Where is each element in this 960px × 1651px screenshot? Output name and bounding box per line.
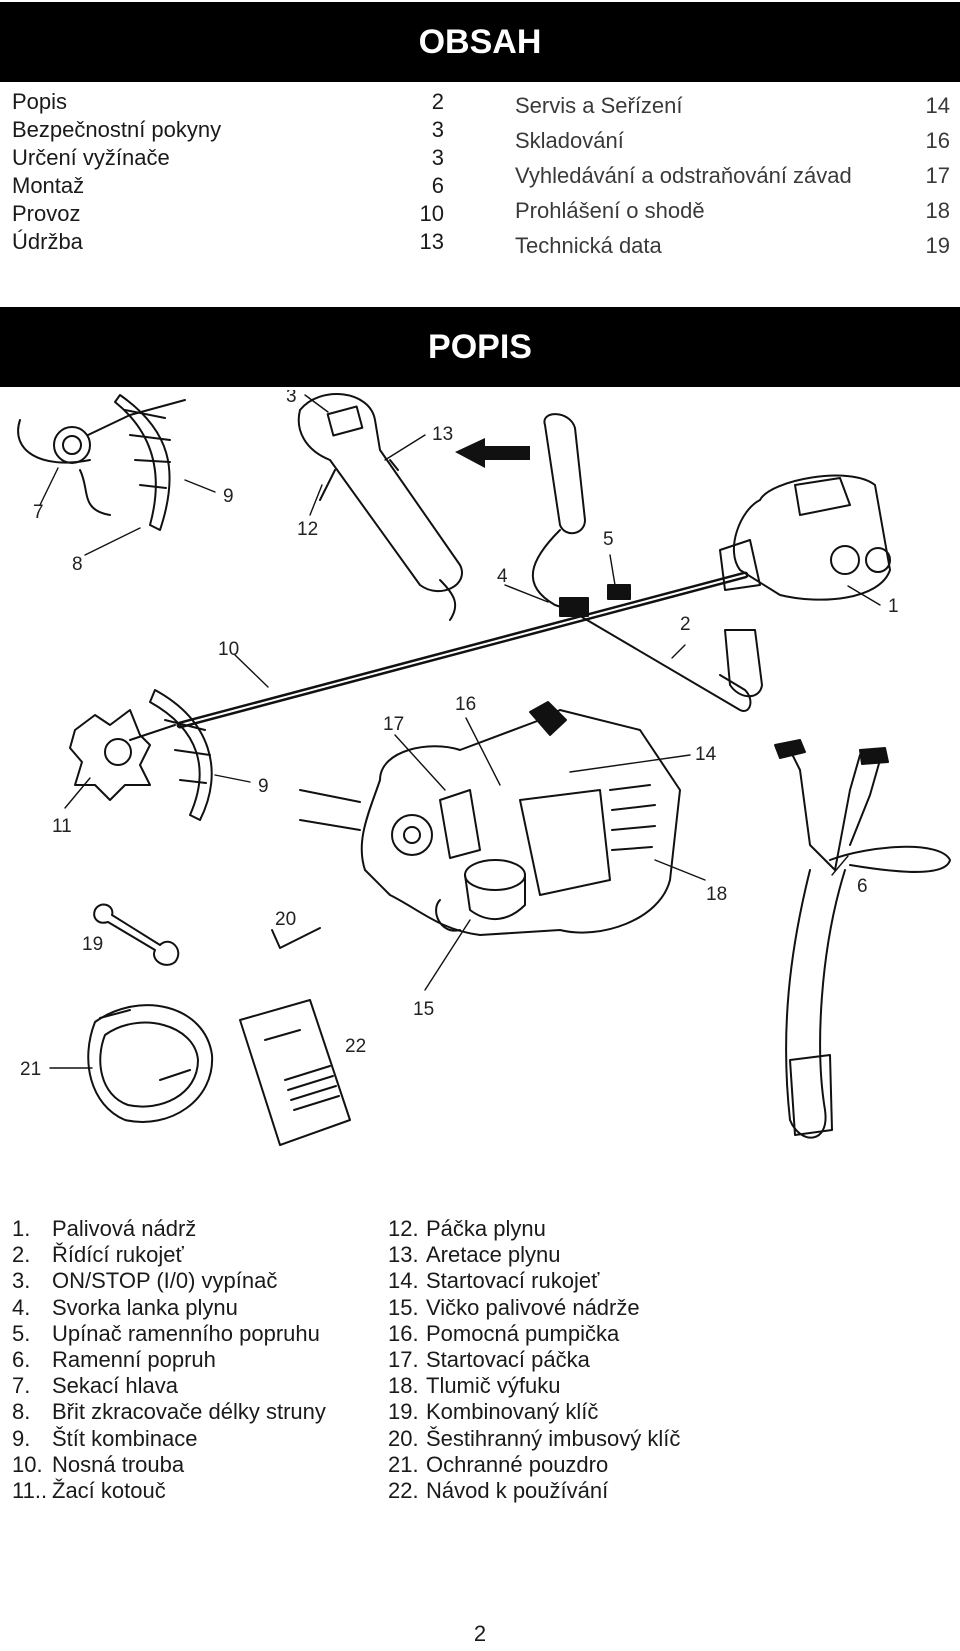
list-item: 1.Palivová nádrž: [12, 1216, 197, 1241]
callout-14: 14: [695, 744, 717, 765]
list-item: 2.Řídící rukojeť: [12, 1242, 184, 1268]
list-item: 21.Ochranné pouzdro: [388, 1451, 609, 1477]
list-item: 7.Sekací hlava: [12, 1373, 178, 1399]
popis-title: POPIS: [428, 327, 532, 366]
list-item: 12.Páčka plynu: [388, 1216, 546, 1241]
loop-handle-illustration: [531, 413, 763, 712]
popis-heading: POPIS: [0, 307, 960, 387]
list-item: 11..Žací kotouč: [12, 1478, 166, 1504]
engine-illustration: [719, 474, 891, 601]
combination-wrench-illustration: [93, 903, 180, 966]
callout-3: 3: [286, 390, 297, 407]
callout-8: 8: [72, 554, 83, 575]
callout-leaders: [39, 394, 881, 991]
list-item: 10.Nosná trouba: [12, 1451, 185, 1477]
callout-21: 21: [20, 1059, 41, 1080]
page-number: 2: [473, 1621, 487, 1646]
callout-20: 20: [275, 909, 296, 930]
callout-19: 19: [82, 934, 103, 955]
callout-11: 11: [52, 816, 72, 837]
list-item: 16.Pomocná pumpička: [388, 1320, 620, 1346]
list-item: 14.Startovací rukojeť: [388, 1268, 600, 1294]
brushcutter-diagram: 1 2 3 4 5 6 7 8 9 9 10 11 12 13 14 15 16…: [17, 390, 951, 1146]
obsah-heading: OBSAH: [0, 2, 960, 82]
callout-13: 13: [432, 424, 453, 445]
direction-arrow-icon: [455, 438, 530, 468]
callout-4: 4: [497, 566, 508, 587]
list-item: 22.Návod k používání: [388, 1478, 609, 1504]
blade-illustration: [69, 689, 213, 821]
callout-18: 18: [706, 884, 727, 905]
drive-shaft: [176, 571, 749, 729]
list-item: 8.Břit zkracovače délky struny: [12, 1399, 326, 1425]
callout-5: 5: [603, 529, 614, 550]
list-item: 17.Startovací páčka: [388, 1347, 590, 1373]
hex-key-illustration: [271, 927, 321, 949]
list-item: 20.Šestihranný imbusový klíč: [388, 1425, 681, 1451]
callout-17: 17: [383, 714, 404, 735]
list-item: 4.Svorka lanka plynu: [12, 1294, 238, 1320]
list-item: 3.ON/STOP (I/0) vypínač: [12, 1268, 278, 1294]
manual-illustration: [239, 999, 351, 1146]
obsah-title: OBSAH: [418, 22, 542, 61]
throttle-handle-illustration: [297, 393, 463, 621]
list-item: 19.Kombinovaný klíč: [388, 1399, 599, 1425]
callout-16: 16: [455, 694, 476, 715]
callout-12: 12: [297, 519, 318, 540]
list-item: 5.Upínač ramenního popruhu: [12, 1320, 320, 1346]
protective-cover-illustration: [87, 1004, 214, 1123]
callout-7: 7: [33, 502, 44, 523]
callout-10: 10: [218, 639, 239, 660]
trimmer-head-illustration: [17, 394, 186, 531]
parts-list-right: 12.Páčka plynu 13.Aretace plynu 14.Start…: [388, 1216, 718, 1504]
callout-2: 2: [680, 614, 691, 635]
callout-6: 6: [857, 876, 868, 897]
callout-1: 1: [888, 596, 899, 617]
callout-9a: 9: [223, 486, 234, 507]
callout-labels: 1 2 3 4 5 6 7 8 9 9 10 11 12 13 14 15 16…: [20, 390, 899, 1080]
callout-15: 15: [413, 999, 434, 1020]
parts-list-left: 1.Palivová nádrž 2.Řídící rukojeť 3.ON/S…: [12, 1216, 382, 1504]
list-item: 15.Vičko palivové nádrže: [388, 1294, 640, 1320]
callout-22: 22: [345, 1036, 366, 1057]
list-item: 13.Aretace plynu: [388, 1242, 561, 1268]
list-item: 9.Štít kombinace: [12, 1425, 198, 1451]
list-item: 6.Ramenní popruh: [12, 1347, 216, 1373]
shoulder-strap-illustration: [774, 739, 951, 1139]
engine-closeup-illustration: [299, 701, 681, 936]
callout-9b: 9: [258, 776, 269, 797]
list-item: 18.Tlumič výfuku: [388, 1373, 561, 1399]
